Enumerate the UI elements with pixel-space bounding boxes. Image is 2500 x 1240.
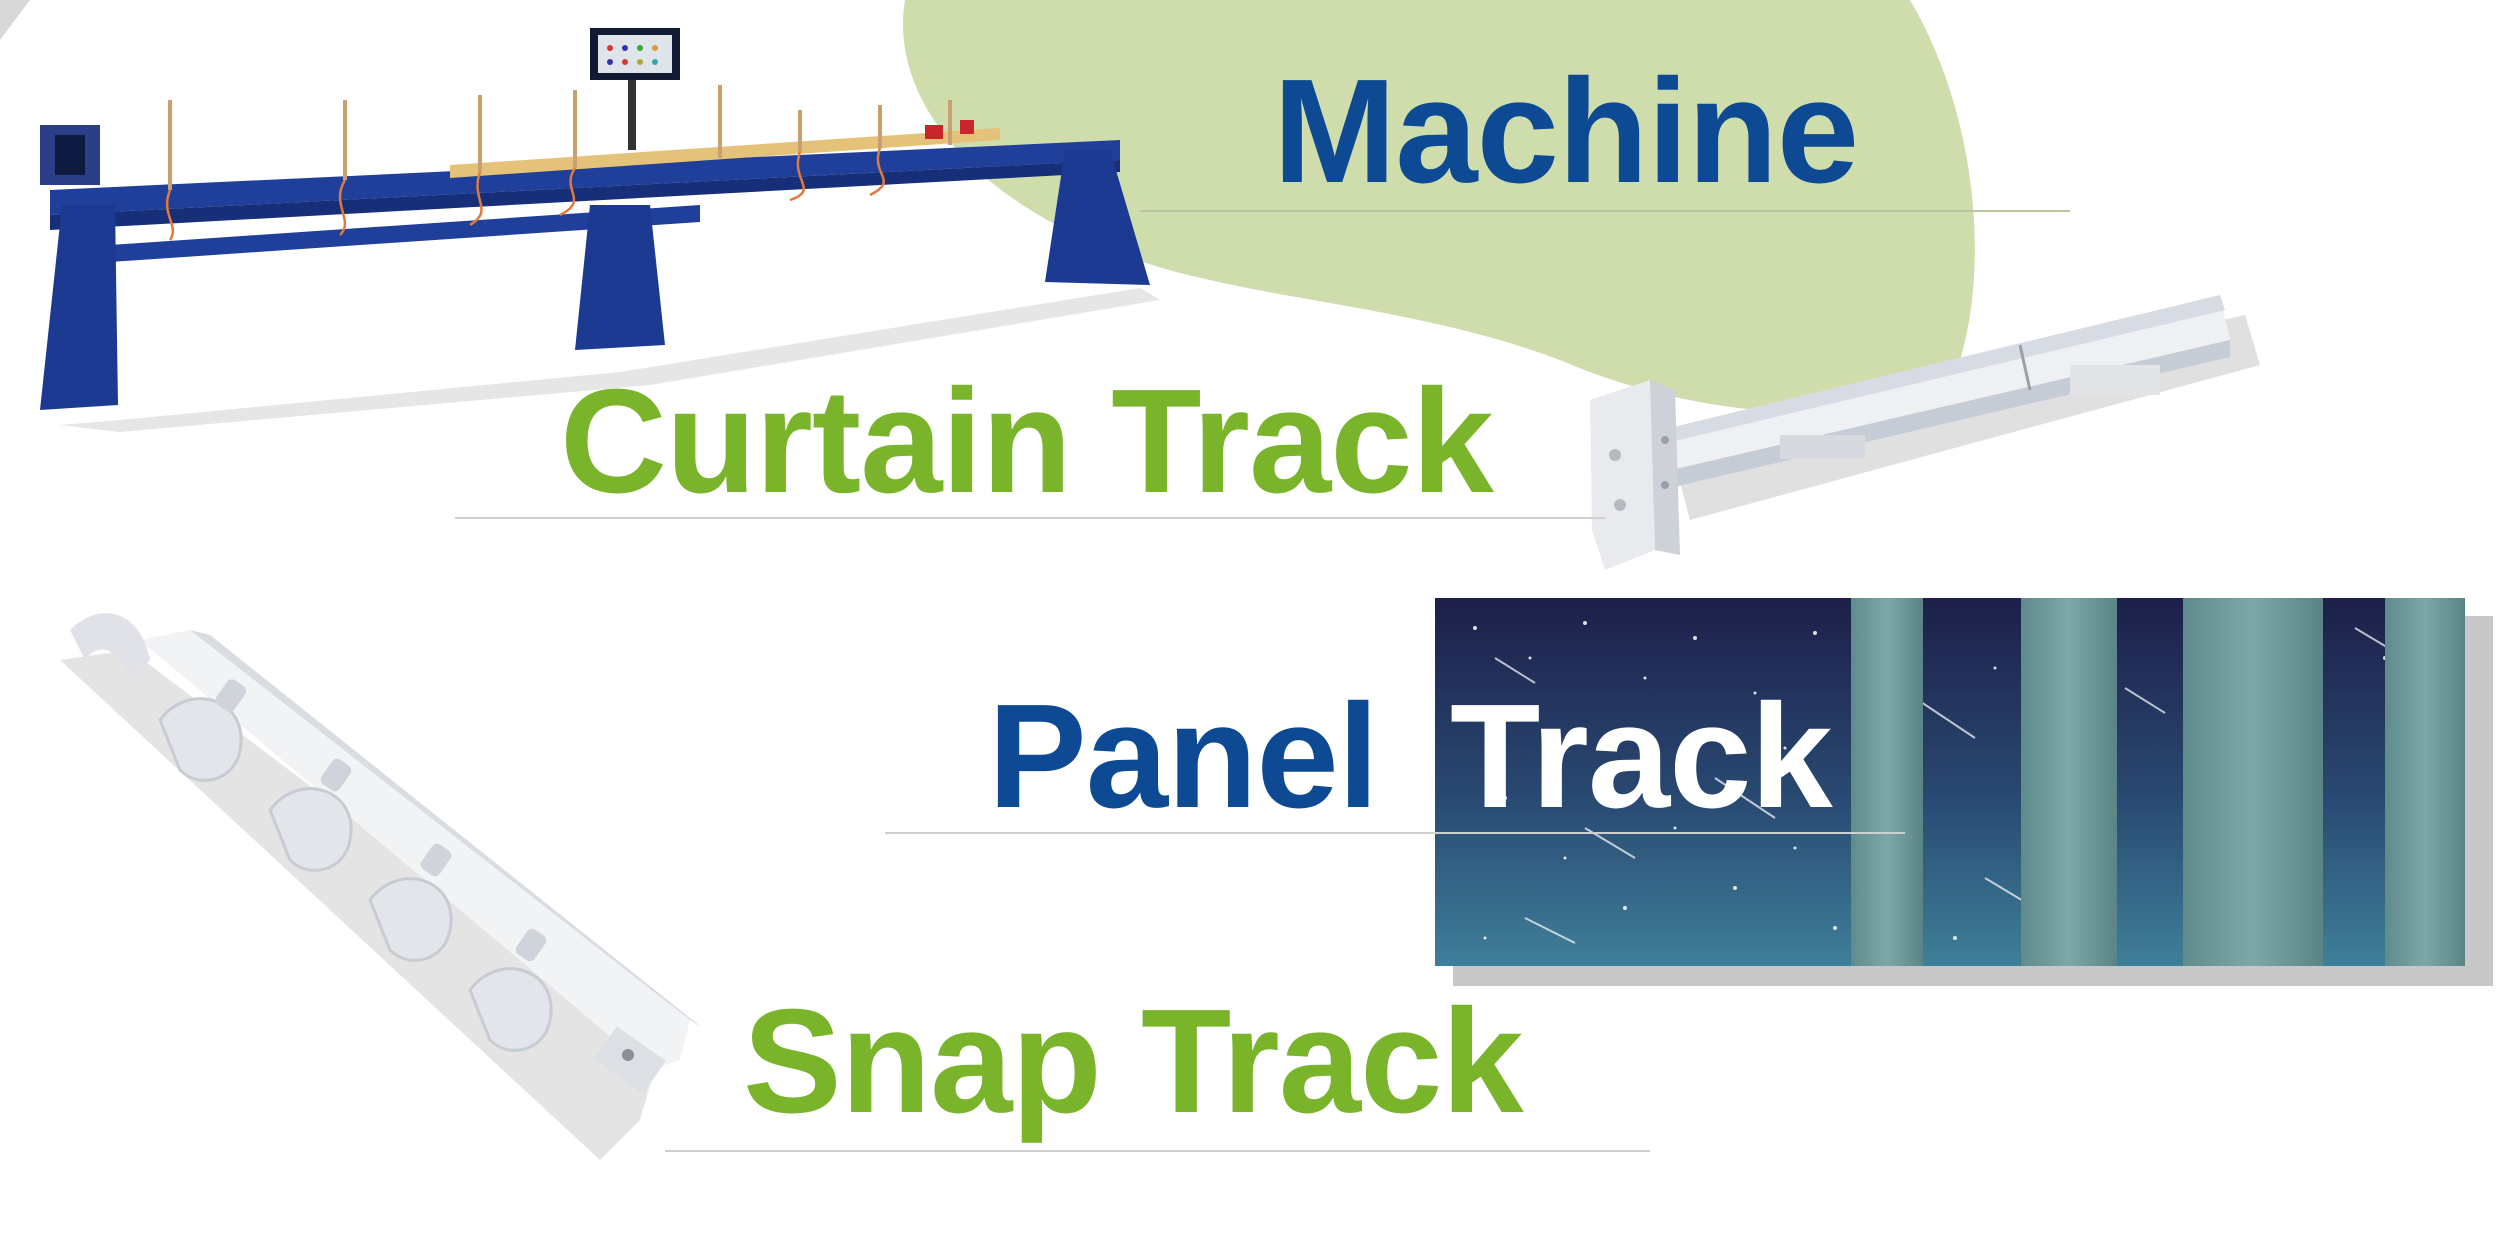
snap-track-underline	[665, 1150, 1650, 1152]
panel-heading: Panel	[988, 674, 1379, 839]
curtain-track-underline	[455, 517, 1605, 519]
track-heading-word: Track	[1450, 674, 1833, 839]
panel-track-underline	[885, 832, 1905, 834]
panel-track-image	[1435, 598, 2493, 986]
snap-track-heading: Snap Track	[743, 979, 1524, 1144]
snap-track-image	[60, 613, 700, 1160]
curtain-track-heading: Curtain Track	[560, 359, 1494, 524]
machine-underline	[1140, 210, 2070, 212]
curtain-track-image	[1590, 295, 2260, 570]
machine-heading: Machine	[1273, 49, 1859, 214]
machine-image	[40, 28, 1160, 432]
